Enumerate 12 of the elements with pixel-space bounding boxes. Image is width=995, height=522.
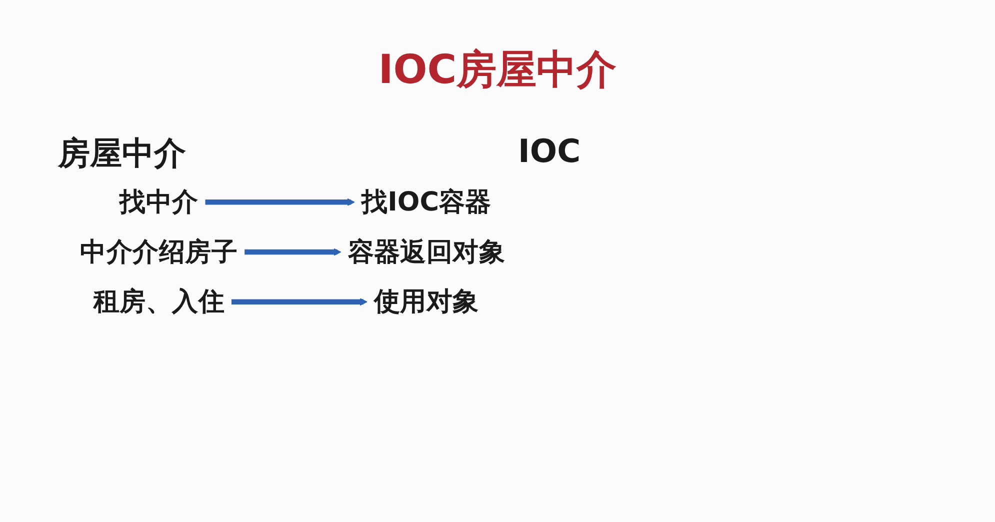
node-text: 租房、入住: [93, 286, 224, 318]
node-text: 找中介: [120, 186, 198, 218]
node-text: 找IOC容器: [361, 186, 492, 218]
node-text: 容器返回对象: [348, 236, 506, 268]
node-text: 中介介绍房子: [80, 236, 238, 268]
arrow: [244, 248, 342, 256]
arrow: [205, 198, 355, 206]
column-heading: 房屋中介: [58, 133, 186, 174]
arrow: [231, 298, 368, 306]
title: IOC房屋中介: [377, 46, 618, 95]
node-text: 使用对象: [374, 286, 479, 318]
column-heading: IOC: [518, 132, 581, 170]
